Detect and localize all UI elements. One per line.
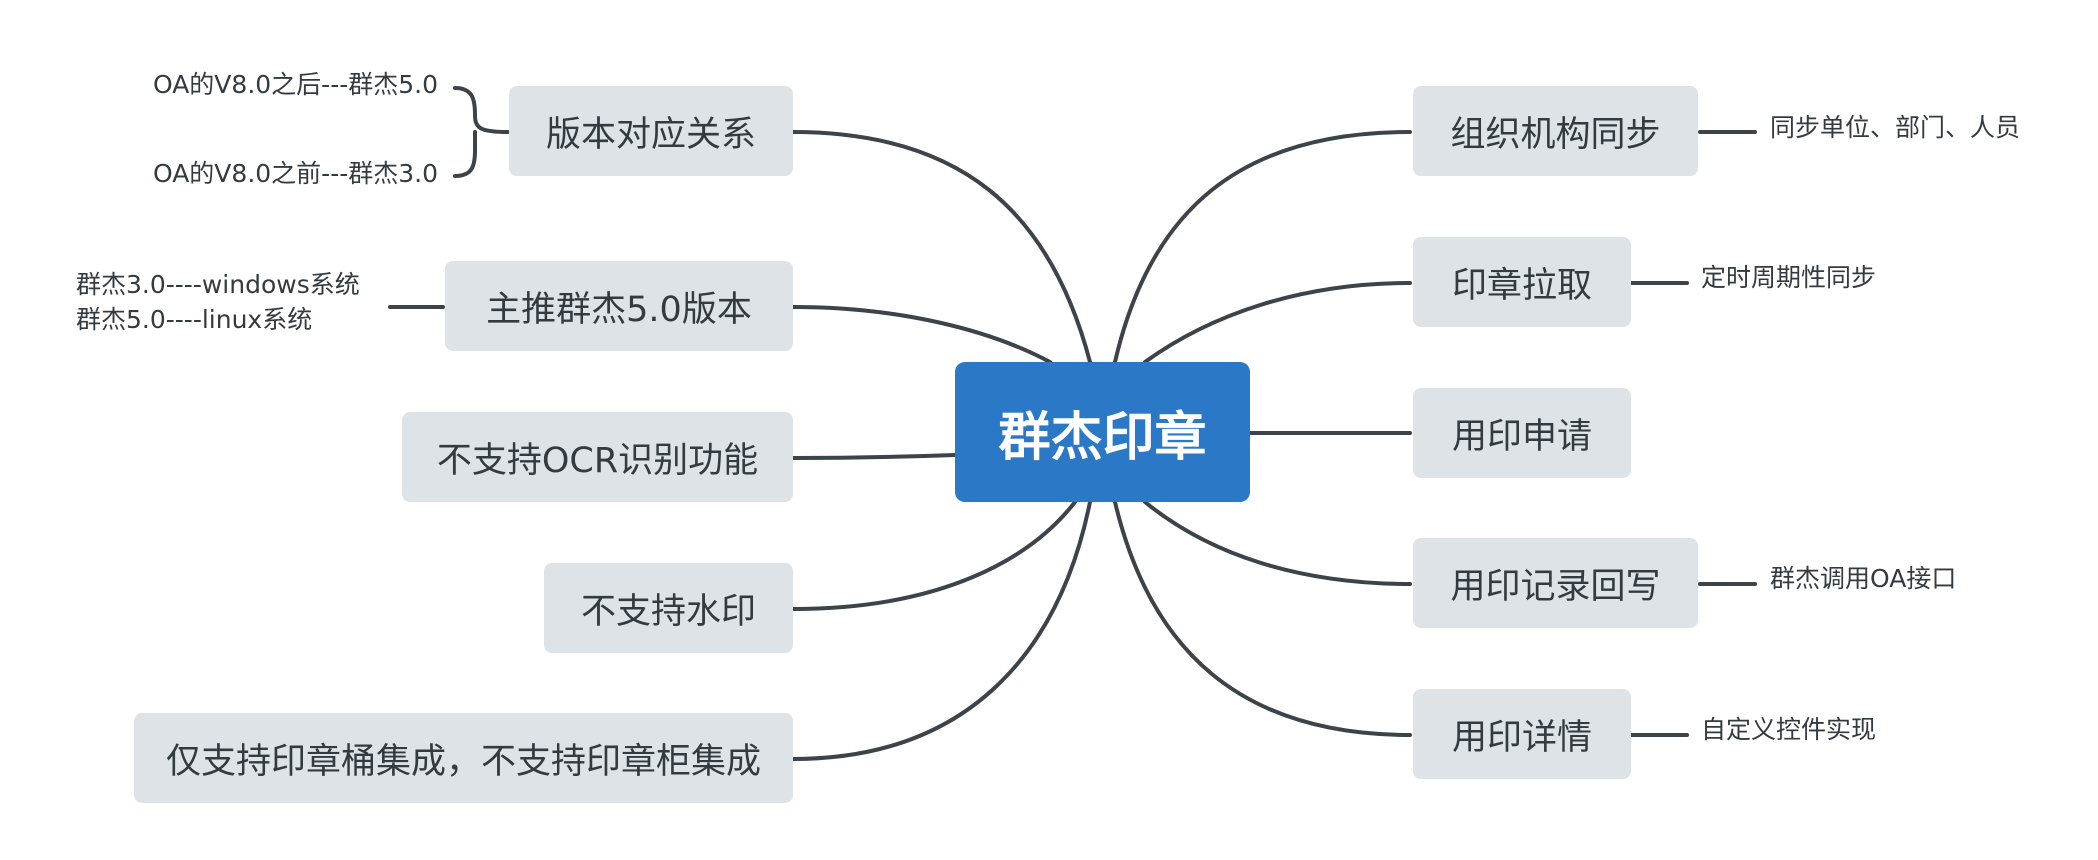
left-branch-label-5: 仅支持印章桶集成，不支持印章柜集成 [165,741,761,782]
right-branch-label-3: 用印申请 [1451,416,1592,457]
right-branch-node-4[interactable]: 用印记录回写 [1413,538,1698,628]
right-note-1: 同步单位、部门、人员 [1770,113,2021,142]
link-center-right-5 [1113,500,1412,737]
left-branch-node-2[interactable]: 主推群杰5.0版本 [445,261,793,351]
left-branch-node-5[interactable]: 仅支持印章桶集成，不支持印章柜集成 [134,713,793,803]
right-branch-node-5[interactable]: 用印详情 [1413,689,1631,779]
link-center-left-1 [791,130,1092,364]
left-branch-label-3: 不支持OCR识别功能 [436,440,759,481]
link-center-left-5 [791,500,1092,761]
link-center-left-3 [791,453,957,460]
left-branch-node-1[interactable]: 版本对应关系 [509,86,793,176]
left-note-1a: OA的V8.0之后---群杰5.0 [152,70,438,99]
right-note-2: 定时周期性同步 [1701,263,1877,292]
left-note-1b: OA的V8.0之前---群杰3.0 [152,159,438,188]
right-branch-label-1: 组织机构同步 [1450,114,1661,155]
right-branch-label-2: 印章拉取 [1451,265,1592,306]
link-center-left-4 [791,500,1077,611]
left-branch-label-4: 不支持水印 [580,591,756,632]
right-branch-label-5: 用印详情 [1451,717,1592,758]
left-branch-label-1: 版本对应关系 [545,114,756,155]
right-branch-node-2[interactable]: 印章拉取 [1413,237,1631,327]
left-branch-node-3[interactable]: 不支持OCR识别功能 [402,412,793,502]
right-branch-label-4: 用印记录回写 [1450,566,1661,607]
right-branch-node-3[interactable]: 用印申请 [1413,388,1631,478]
link-center-right-4 [1143,500,1412,586]
center-node-label: 群杰印章 [998,407,1207,468]
center-node[interactable]: 群杰印章 [955,362,1250,502]
right-branch-node-1[interactable]: 组织机构同步 [1413,86,1698,176]
left-note-2a: 群杰3.0----windows系统 [76,270,360,299]
right-note-4: 群杰调用OA接口 [1770,564,1957,593]
right-note-5: 自定义控件实现 [1701,715,1877,744]
link-center-left-2 [791,305,1052,364]
link-center-right-2 [1143,281,1412,364]
left-branch-node-4[interactable]: 不支持水印 [544,563,793,653]
left-branch-label-2: 主推群杰5.0版本 [486,289,752,330]
note-connector-left-1 [453,86,510,178]
left-note-2b: 群杰5.0----linux系统 [76,305,313,334]
link-center-right-1 [1113,130,1412,364]
